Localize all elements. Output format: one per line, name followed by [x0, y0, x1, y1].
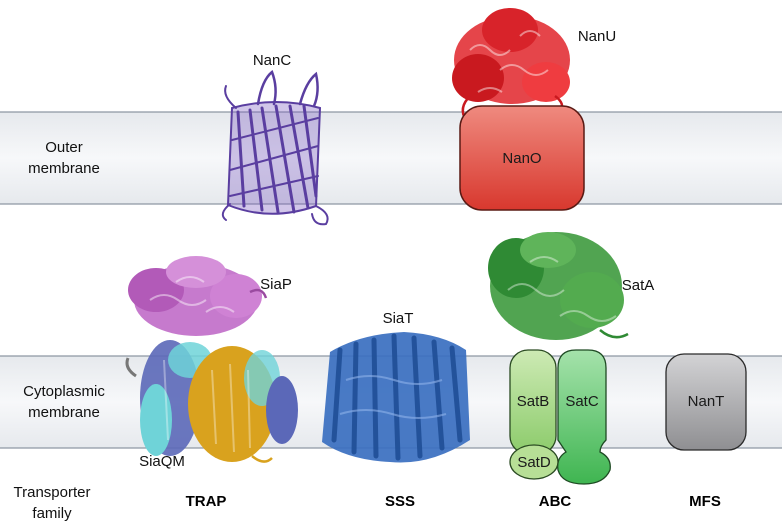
nant-label: NanT: [688, 393, 725, 410]
satd-label: SatD: [517, 454, 551, 471]
satc-label: SatC: [565, 393, 599, 410]
nanc-label: NanC: [253, 52, 292, 69]
nanu-label: NanU: [578, 28, 616, 45]
sata-structure: [488, 232, 629, 340]
family-trap: TRAP: [186, 493, 227, 510]
cytoplasmic-membrane-label-line2: membrane: [28, 404, 100, 421]
satd-ellipse: [509, 444, 559, 480]
family-header-line2: family: [32, 505, 72, 522]
siat-structure: [322, 332, 470, 463]
nanc-barrel-structure: [221, 69, 329, 226]
nant-box: [665, 353, 747, 451]
satc-shape: [557, 349, 611, 485]
family-mfs: MFS: [689, 493, 721, 510]
siat-label: SiaT: [383, 310, 414, 327]
nano-label: NanO: [502, 150, 541, 167]
siap-label: SiaP: [260, 276, 292, 293]
family-header-line1: Transporter: [14, 484, 91, 501]
nano-box: [459, 105, 585, 211]
siaqm-structure: [125, 340, 298, 463]
outer-membrane: [0, 111, 782, 205]
siaqm-label: SiaQM: [139, 453, 185, 470]
family-sss: SSS: [385, 493, 415, 510]
satb-label: SatB: [517, 393, 550, 410]
nanu-structure: [452, 8, 570, 121]
outer-membrane-label-line2: membrane: [28, 160, 100, 177]
cytoplasmic-membrane-label-line1: Cytoplasmic: [23, 383, 105, 400]
siap-structure: [128, 256, 268, 336]
outer-membrane-label-line1: Outer: [45, 139, 83, 156]
family-abc: ABC: [539, 493, 572, 510]
sata-label: SatA: [622, 277, 655, 294]
